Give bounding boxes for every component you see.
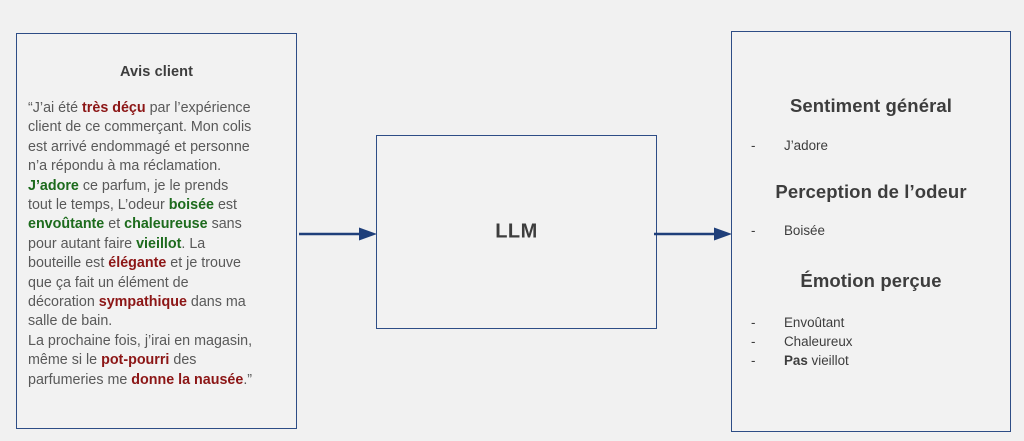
review-line: client de ce commerçant. Mon colis: [28, 118, 286, 137]
bullet-dash-icon: -: [751, 315, 756, 330]
review-text-run: décoration: [28, 294, 99, 311]
section-list-sentiment: - J’adore: [732, 136, 1010, 155]
list-item-label: J’adore: [784, 138, 828, 153]
highlight-positive: J’adore: [28, 177, 79, 194]
list-item-label: Envoûtant: [784, 315, 845, 330]
review-panel-title: Avis client: [119, 64, 194, 80]
list-item: - Chaleureux: [732, 332, 1010, 351]
llm-label: LLM: [495, 220, 538, 243]
review-text-run: est arrivé endommagé et personne: [28, 138, 250, 155]
highlight-positive: vieillot: [136, 235, 182, 252]
review-text-run: n’a répondu à ma réclamation.: [28, 158, 222, 175]
review-line: parfumeries me donne la nausée.”: [28, 371, 286, 390]
review-text-run: “J’ai été: [28, 100, 83, 116]
list-item-label: vieillot: [807, 353, 849, 368]
bullet-dash-icon: -: [751, 223, 756, 238]
review-line: pour autant faire vieillot. La: [28, 235, 286, 254]
review-line: est arrivé endommagé et personne: [28, 138, 286, 157]
section-heading-perception: Perception de l’odeur: [775, 181, 967, 202]
review-text-run: pour autant faire: [28, 235, 137, 252]
review-panel: Avis client “J’ai été très déçu par l’ex…: [16, 33, 297, 429]
review-line: tout le temps, L’odeur boisée est: [28, 196, 286, 215]
review-text-run: et: [104, 216, 125, 233]
review-line: “J’ai été très déçu par l’expérience: [28, 99, 286, 118]
highlight-positive: envoûtante: [28, 216, 105, 233]
list-item-label: Chaleureux: [784, 334, 853, 349]
review-text-run: sans: [207, 216, 242, 233]
review-text-run: client de ce commerçant. Mon colis: [28, 119, 252, 136]
highlight-negative: élégante: [108, 255, 167, 272]
highlight-negative: très déçu: [82, 100, 146, 116]
section-list-emotion: - Envoûtant - Chaleureux - Pas vieillot: [732, 313, 1010, 370]
review-line: bouteille est élégante et je trouve: [28, 254, 286, 273]
review-line: envoûtante et chaleureuse sans: [28, 215, 286, 234]
bullet-dash-icon: -: [751, 334, 756, 349]
review-line: n’a répondu à ma réclamation.: [28, 157, 286, 176]
list-item: - Pas vieillot: [732, 351, 1010, 370]
bullet-dash-icon: -: [751, 353, 756, 368]
section-heading-sentiment: Sentiment général: [789, 95, 953, 116]
output-panel: Sentiment général - J’adore Perception de…: [731, 31, 1011, 432]
review-line: décoration sympathique dans ma: [28, 293, 286, 312]
review-text-run: dans ma: [186, 294, 246, 311]
review-line: que ça fait un élément de: [28, 274, 286, 293]
review-text-run: est: [213, 197, 238, 214]
review-text-run: tout le temps, L’odeur: [28, 197, 169, 214]
highlight-negative: donne la nausée: [131, 371, 244, 388]
arrow-llm-to-output: [654, 227, 734, 241]
review-text-run: La prochaine fois, j’irai en magasin,: [28, 332, 253, 349]
highlight-positive: boisée: [168, 197, 214, 214]
highlight-negative: sympathique: [98, 294, 187, 311]
review-text-run: que ça fait un élément de: [28, 274, 189, 291]
review-line: même si le pot-pourri des: [28, 351, 286, 370]
review-line: J’adore ce parfum, je le prends: [28, 177, 286, 196]
review-text-run: même si le: [28, 352, 102, 369]
review-text-run: salle de bain.: [28, 313, 113, 330]
list-item: - Boisée: [732, 221, 1010, 240]
review-text-run: . La: [181, 235, 206, 252]
review-text-run: par l’expérience: [145, 100, 251, 116]
llm-panel: LLM: [376, 135, 657, 329]
section-heading-emotion: Émotion perçue: [800, 270, 942, 291]
review-text-run: .”: [243, 371, 253, 388]
review-line: salle de bain.: [28, 312, 286, 331]
section-list-perception: - Boisée: [732, 221, 1010, 240]
review-line: La prochaine fois, j’irai en magasin,: [28, 332, 286, 351]
highlight-negative: pot-pourri: [101, 352, 170, 369]
list-item: - J’adore: [732, 136, 1010, 155]
list-item-emphasis: Pas: [784, 353, 808, 368]
review-text-run: et je trouve: [166, 255, 241, 272]
review-text-run: parfumeries me: [28, 371, 132, 388]
list-item-label: Boisée: [784, 223, 825, 238]
bullet-dash-icon: -: [751, 138, 756, 153]
review-text-run: des: [169, 352, 197, 369]
list-item: - Envoûtant: [732, 313, 1010, 332]
review-text-run: bouteille est: [28, 255, 109, 272]
highlight-positive: chaleureuse: [124, 216, 208, 233]
review-text-run: ce parfum, je le prends: [78, 177, 229, 194]
arrow-review-to-llm: [299, 227, 379, 241]
output-sections: Sentiment général - J’adore Perception de…: [732, 95, 1010, 370]
